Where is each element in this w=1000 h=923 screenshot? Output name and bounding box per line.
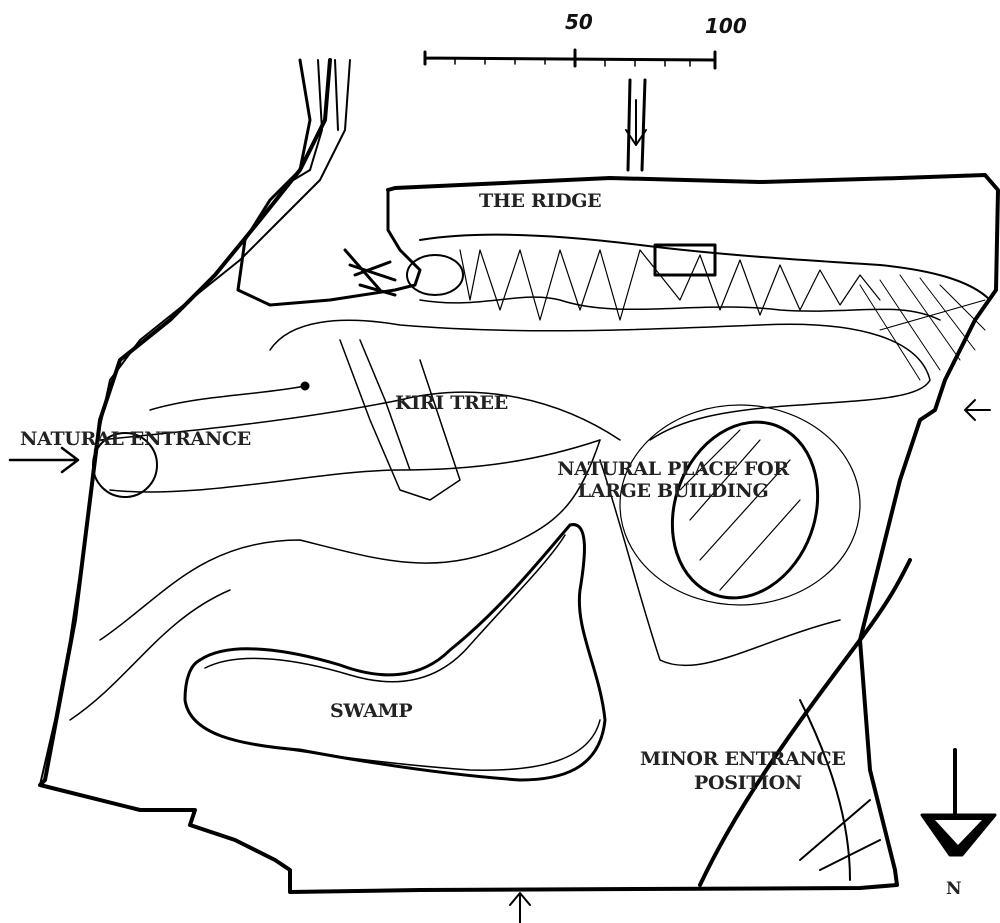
south-entrance-arrow (509, 892, 531, 923)
minor-entrance-road (698, 558, 912, 887)
site-boundary-inner (39, 59, 351, 786)
building-site-circle (670, 420, 820, 600)
contour (69, 459, 841, 721)
contour (99, 391, 621, 441)
north-arrow-icon (920, 748, 997, 857)
contour (149, 385, 306, 411)
swamp-outline (183, 523, 607, 782)
label-minor-entrance-line2: POSITION (694, 772, 802, 794)
contour (269, 319, 931, 441)
knob (406, 254, 464, 296)
north-label: N (946, 879, 962, 899)
entrance-circle (92, 432, 158, 498)
scale-bar (423, 48, 717, 70)
hatched-area (859, 274, 986, 381)
label-kiri-tree: KIRI TREE (395, 392, 508, 414)
building-hatch (679, 429, 801, 591)
label-large-building-line2: LARGE BUILDING (577, 480, 769, 502)
scale-label-100: 100 (705, 14, 747, 38)
arrow-down-top (625, 99, 647, 146)
contour (109, 439, 601, 493)
contour (99, 439, 601, 641)
east-entrance-arrow (964, 399, 991, 421)
stream-line (284, 59, 339, 186)
existing-building (653, 243, 717, 277)
ridge-contour (419, 296, 941, 321)
label-swamp: SWAMP (330, 700, 413, 722)
swamp-outline-inner (204, 534, 601, 771)
kiri-tree-trunk (339, 339, 461, 501)
entrance-track-top (626, 78, 647, 172)
stream-line (236, 58, 422, 307)
building-zone (619, 404, 861, 606)
minor-entrance-road (799, 699, 881, 881)
label-large-building: NATURAL PLACE FOR LARGE BUILDING (538, 458, 808, 502)
label-natural-entrance: NATURAL ENTRANCE (20, 428, 251, 450)
label-large-building-line1: NATURAL PLACE FOR (557, 458, 789, 480)
scribble (343, 248, 397, 297)
label-minor-entrance-line1: MINOR ENTRANCE (640, 748, 846, 770)
label-the-ridge: THE RIDGE (479, 190, 602, 212)
ridge-contour (419, 233, 991, 301)
entrance-arrow (8, 446, 80, 474)
scale-ticks (454, 57, 691, 67)
scale-label-50: 50 (565, 10, 593, 34)
site-boundary (38, 58, 1000, 894)
